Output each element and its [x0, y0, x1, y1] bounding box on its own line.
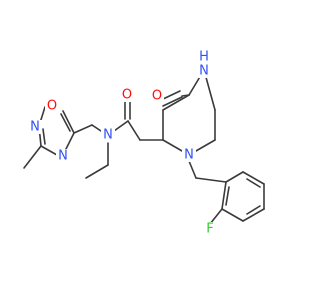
bond	[225, 186, 230, 206]
bond	[209, 208, 223, 225]
atom-label-n-amide: N	[103, 128, 113, 143]
atom-label-n-oxadiazole-top: N	[30, 120, 40, 135]
bond	[91, 124, 102, 132]
atom-label-n-oxadiazole-bottom: N	[58, 149, 68, 164]
bond	[85, 164, 109, 179]
atom-label-h-piperazine-top: H	[199, 50, 209, 65]
bond	[127, 120, 141, 141]
bond	[242, 208, 265, 222]
bond-layer	[23, 69, 265, 225]
bond	[42, 128, 46, 145]
bond	[162, 94, 190, 111]
bond	[62, 110, 75, 134]
bond	[40, 145, 58, 156]
bond	[221, 181, 227, 210]
atom-label-f: F	[206, 222, 213, 237]
atom-label-o-ketone: O	[152, 89, 162, 104]
bond	[181, 94, 190, 97]
bond	[246, 205, 261, 215]
atom-label-n-piperazine-bottom: N	[184, 148, 194, 163]
bond	[195, 177, 227, 183]
bond	[73, 124, 93, 134]
bond	[188, 160, 197, 179]
bond	[113, 120, 129, 132]
atom-label-n-piperazine-top: N	[199, 64, 209, 79]
atom-label-layer: N H O O N N O N N F	[28, 50, 217, 237]
bond	[23, 145, 42, 169]
atom-label-o-amide: O	[122, 88, 132, 103]
bond	[162, 96, 183, 107]
bond	[242, 171, 265, 185]
bond	[60, 113, 71, 132]
bond	[221, 208, 244, 222]
bond	[246, 178, 261, 188]
atom-label-o-oxadiazole: O	[47, 99, 57, 114]
bond	[225, 171, 244, 183]
molecule-diagram: N H O O N N O N N F	[23, 50, 265, 237]
bond	[160, 90, 181, 101]
